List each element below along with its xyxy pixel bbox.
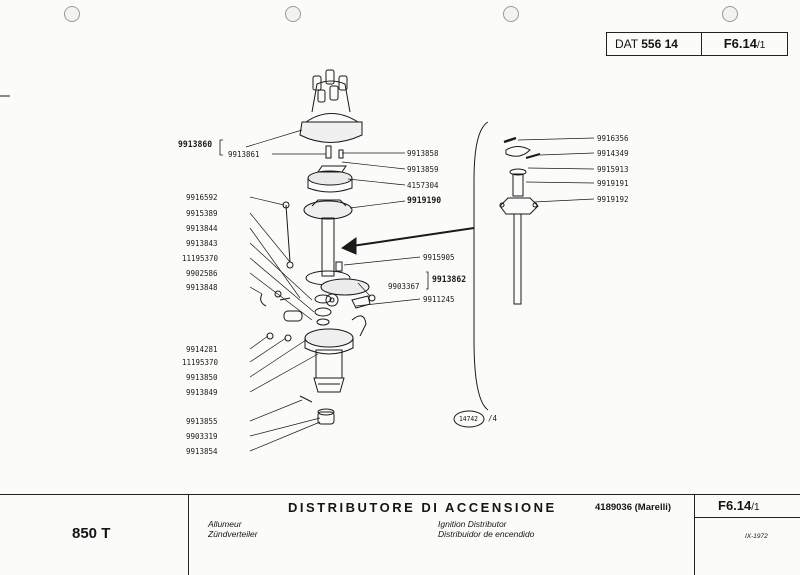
part-number-label: 9913860 xyxy=(178,140,213,150)
part-number-label: 9913861 xyxy=(228,149,260,159)
part-number-label: 9913843 xyxy=(186,238,218,248)
part-number-label: 9919192 xyxy=(597,194,629,204)
part-number-label: 9915913 xyxy=(597,164,629,174)
figure-suffix: /4 xyxy=(488,413,497,423)
dat-label: DAT xyxy=(615,37,638,51)
part-number-label: 9913848 xyxy=(186,282,218,292)
part-number-label: 9913850 xyxy=(186,372,218,382)
sheet-code-sub: /1 xyxy=(756,40,766,51)
page-title: DISTRIBUTORE DI ACCENSIONE xyxy=(288,500,557,515)
part-number-label: 9913844 xyxy=(186,223,218,233)
distributor-body-drawing xyxy=(304,328,354,393)
part-number-label: 9919191 xyxy=(597,178,629,188)
exploded-distributor-diagram xyxy=(0,69,595,452)
part-number-label: 9915389 xyxy=(186,208,218,218)
shaft-drawing xyxy=(303,199,353,286)
distributor-cap-drawing xyxy=(299,69,363,143)
binder-hole xyxy=(285,6,301,22)
dat-reference: DAT 556 14 xyxy=(607,33,702,55)
issue-date: IX-1972 xyxy=(745,533,768,540)
rotor-drawing xyxy=(307,165,353,193)
part-number-label: 9911245 xyxy=(423,294,455,304)
footer-sheet-code: F6.14/1 xyxy=(718,498,760,513)
part-number-label: 11195370 xyxy=(182,357,218,367)
advance-mechanism-drawing xyxy=(499,136,541,305)
dat-number: 556 14 xyxy=(641,37,678,51)
figure-number: 14742 xyxy=(459,415,478,423)
binder-hole xyxy=(64,6,80,22)
part-number-label: 9913849 xyxy=(186,387,218,397)
part-number-label: 9916356 xyxy=(597,133,629,143)
part-number-label: 9914349 xyxy=(597,148,629,158)
sheet-code: F6.14/1 xyxy=(702,33,787,55)
part-number-label: 9914281 xyxy=(186,344,218,354)
reference-box: DAT 556 14 F6.14/1 xyxy=(606,32,788,56)
vehicle-model: 850 T xyxy=(72,525,111,542)
part-number-label: 9913855 xyxy=(186,416,218,426)
title-english: Ignition Distributor xyxy=(438,519,507,529)
part-number-label: 9903367 xyxy=(388,281,420,291)
part-number-label: 9913854 xyxy=(186,446,218,456)
part-number-label: 9902586 xyxy=(186,268,218,278)
footer-sheet-code-sub: /1 xyxy=(751,502,760,513)
part-number-label: 9913858 xyxy=(407,148,439,158)
part-number-label: 9919190 xyxy=(407,196,442,206)
part-number-label: 9916592 xyxy=(186,192,218,202)
title-german: Zündverteiler xyxy=(208,529,258,539)
binder-hole xyxy=(722,6,738,22)
part-number-label: 4157304 xyxy=(407,180,439,190)
breaker-set-drawing xyxy=(320,278,370,307)
footer-sheet-code-main: F6.14 xyxy=(718,498,752,513)
part-number-label: 11195370 xyxy=(182,253,218,263)
title-spanish: Distribuidor de encendido xyxy=(438,529,535,539)
sheet-code-main: F6.14 xyxy=(723,36,757,51)
part-number-label: 9903319 xyxy=(186,431,218,441)
part-reference: 4189036 (Marelli) xyxy=(595,502,672,513)
title-block: 850 T DISTRIBUTORE DI ACCENSIONE 4189036… xyxy=(0,494,800,575)
part-number-label: 9913862 xyxy=(432,275,467,285)
binder-hole xyxy=(503,6,519,22)
title-french: Allumeur xyxy=(208,519,242,529)
part-number-label: 9915905 xyxy=(423,252,455,262)
part-number-label: 9913859 xyxy=(407,164,439,174)
